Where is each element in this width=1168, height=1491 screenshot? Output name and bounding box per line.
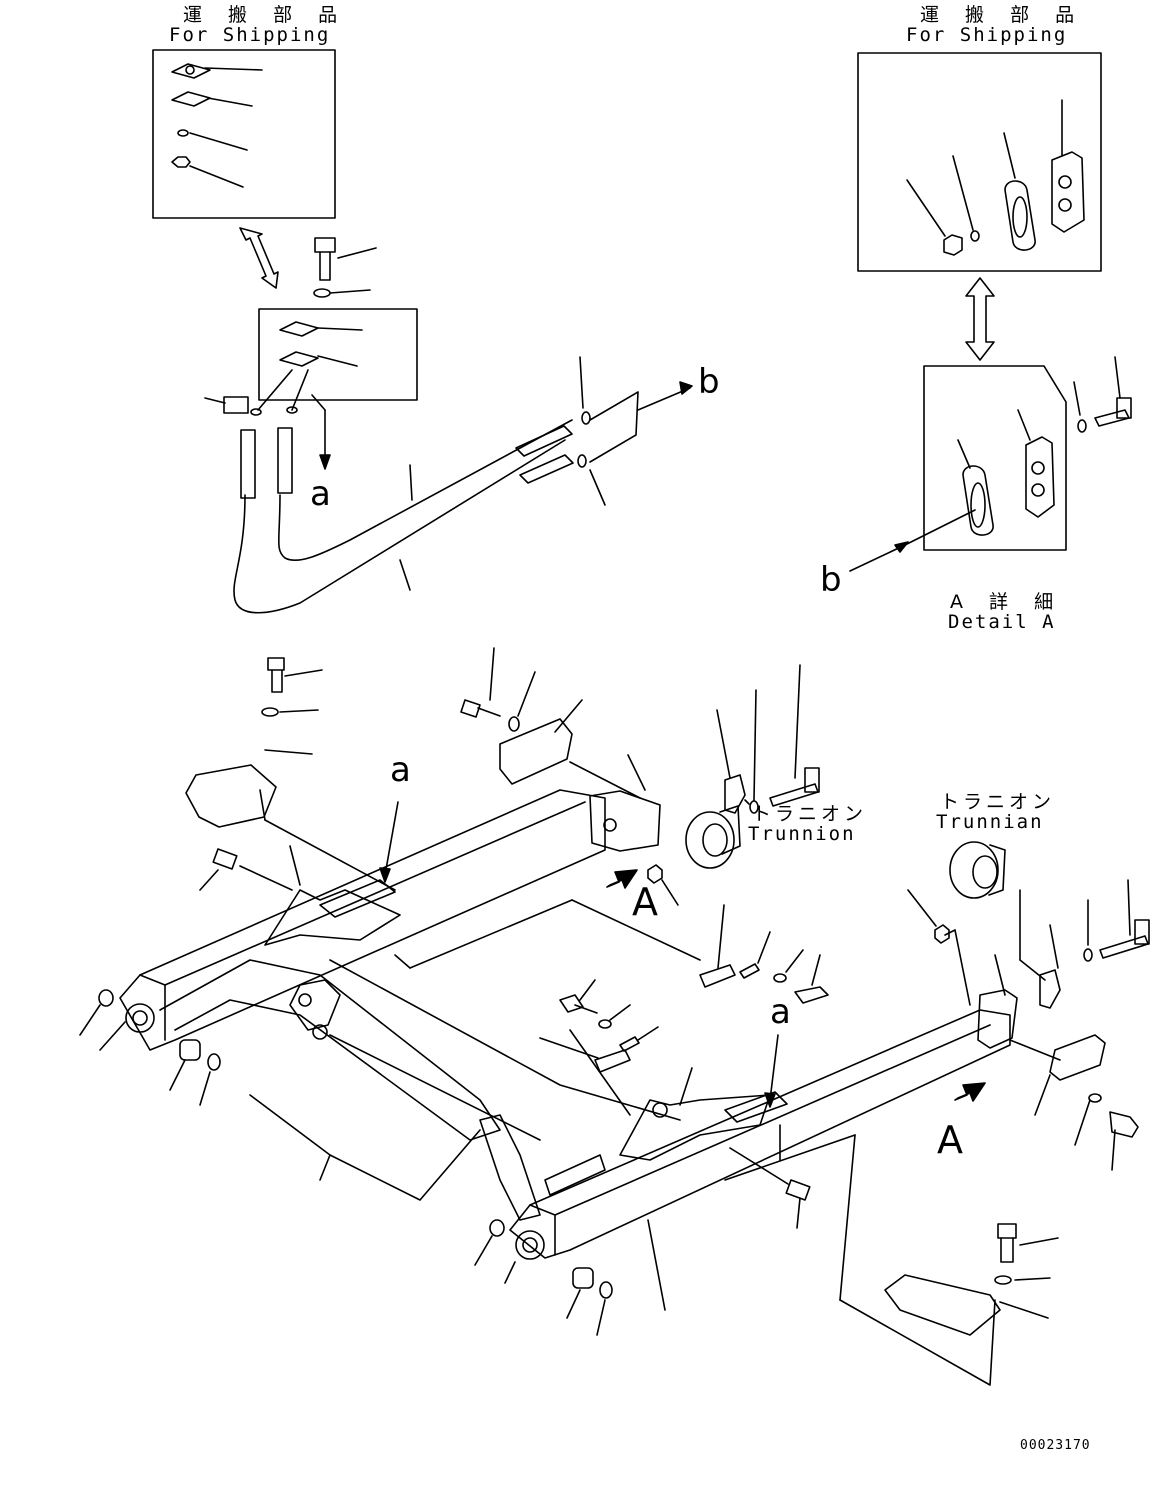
ref-label-a-frame-right: a <box>770 992 791 1032</box>
ref-label-a-hose: a <box>310 474 331 514</box>
shipping-title-left-en: For Shipping <box>169 24 331 46</box>
trunnion-right-en: Trunnian <box>936 811 1044 833</box>
detail-a-box <box>850 357 1131 571</box>
drawing-number: 00023170 <box>1020 1438 1091 1453</box>
double-arrow-left <box>240 228 278 288</box>
trunnion-right-jp: トラニオン <box>940 791 1056 813</box>
bolt-top <box>314 238 376 297</box>
ref-label-b-top: b <box>698 362 720 402</box>
track-frame-left <box>120 790 660 1140</box>
guard-right <box>1010 1035 1138 1170</box>
guard-lower-right <box>725 1135 1058 1385</box>
trunnion-right <box>950 842 1149 1008</box>
ref-label-b-detail: b <box>820 560 842 600</box>
guard-upper-mid <box>461 648 645 798</box>
ref-label-A-left: A <box>632 880 658 924</box>
track-frame-right <box>480 990 1017 1259</box>
detail-title-en: Detail A <box>948 611 1056 633</box>
shipping-title-right-en: For Shipping <box>906 24 1068 46</box>
trunnion-left-en: Trunnion <box>748 823 856 845</box>
ref-label-A-right: A <box>937 1118 963 1162</box>
hose-assembly <box>205 357 692 613</box>
shipping-parts-box-right <box>858 53 1101 271</box>
shipping-parts-box-left <box>153 50 335 218</box>
small-hardware <box>80 846 1005 1335</box>
detail-title-jp: A 詳 細 <box>950 591 1064 613</box>
shipping-title-right-jp: 運 搬 部 品 <box>920 4 1085 26</box>
shipping-parts-box-mid <box>258 309 417 469</box>
trunnion-left <box>686 665 819 868</box>
ref-label-a-frame-left: a <box>390 750 411 790</box>
double-arrow-vertical <box>966 278 994 360</box>
shipping-title-left-jp: 運 搬 部 品 <box>183 4 348 26</box>
cross-members <box>330 900 700 1140</box>
view-arrows <box>380 802 985 1160</box>
guard-upper-left <box>186 658 395 890</box>
trunnion-left-jp: トラニオン <box>752 803 868 825</box>
